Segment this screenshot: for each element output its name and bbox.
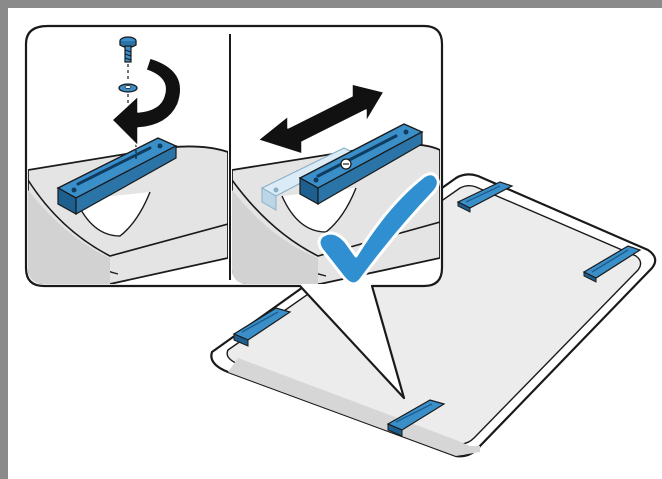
checkmark-icon bbox=[317, 172, 440, 286]
rotate-arrow-icon bbox=[111, 57, 182, 147]
bracket-top bbox=[456, 181, 514, 213]
bracket-right bbox=[582, 245, 642, 283]
bracket-bottom bbox=[386, 399, 446, 437]
screw-icon bbox=[119, 36, 137, 80]
bracket-left bbox=[232, 307, 292, 347]
detail-panel-left bbox=[28, 36, 228, 284]
detail-panel-right bbox=[232, 83, 440, 284]
double-arrow-icon bbox=[257, 83, 385, 155]
appliance-body bbox=[210, 173, 657, 458]
